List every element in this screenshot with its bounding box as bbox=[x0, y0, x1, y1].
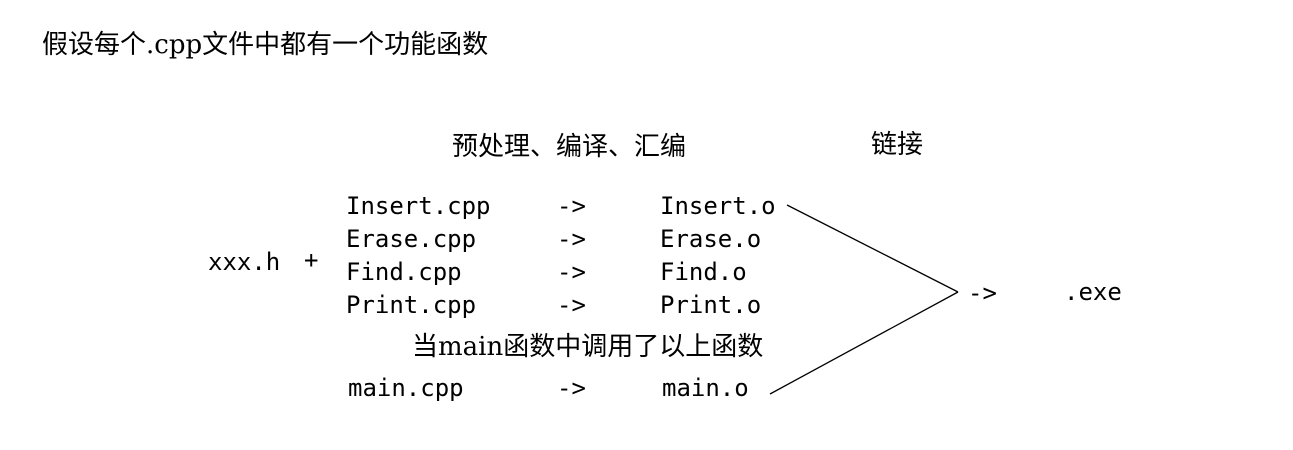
object-file-main: main.o bbox=[662, 374, 749, 402]
header-file-label: xxx.h bbox=[208, 248, 281, 276]
object-file-erase: Erase.o bbox=[660, 225, 762, 253]
link-arrow: -> bbox=[968, 279, 997, 307]
link-line-lower bbox=[769, 291, 959, 395]
main-call-note: 当main函数中调用了以上函数 bbox=[412, 332, 764, 362]
compile-arrow-insert: -> bbox=[557, 192, 586, 220]
object-file-insert: Insert.o bbox=[660, 192, 776, 220]
compile-arrow-find: -> bbox=[557, 258, 586, 286]
source-file-main: main.cpp bbox=[348, 374, 464, 402]
source-file-find: Find.cpp bbox=[346, 258, 462, 286]
plus-sign: + bbox=[304, 246, 319, 274]
source-file-erase: Erase.cpp bbox=[346, 225, 477, 253]
stage-label-compile: 预处理、编译、汇编 bbox=[452, 132, 687, 162]
source-file-print: Print.cpp bbox=[346, 291, 477, 319]
compile-arrow-print: -> bbox=[557, 291, 586, 319]
stage-label-link: 链接 bbox=[871, 130, 924, 160]
object-file-print: Print.o bbox=[660, 291, 762, 319]
executable-output: .exe bbox=[1064, 278, 1122, 306]
compile-arrow-main: -> bbox=[557, 374, 586, 402]
source-file-insert: Insert.cpp bbox=[346, 192, 491, 220]
object-file-find: Find.o bbox=[660, 258, 747, 286]
diagram-title: 假设每个.cpp文件中都有一个功能函数 bbox=[42, 30, 489, 60]
link-line-upper bbox=[786, 204, 959, 293]
compile-arrow-erase: -> bbox=[557, 225, 586, 253]
